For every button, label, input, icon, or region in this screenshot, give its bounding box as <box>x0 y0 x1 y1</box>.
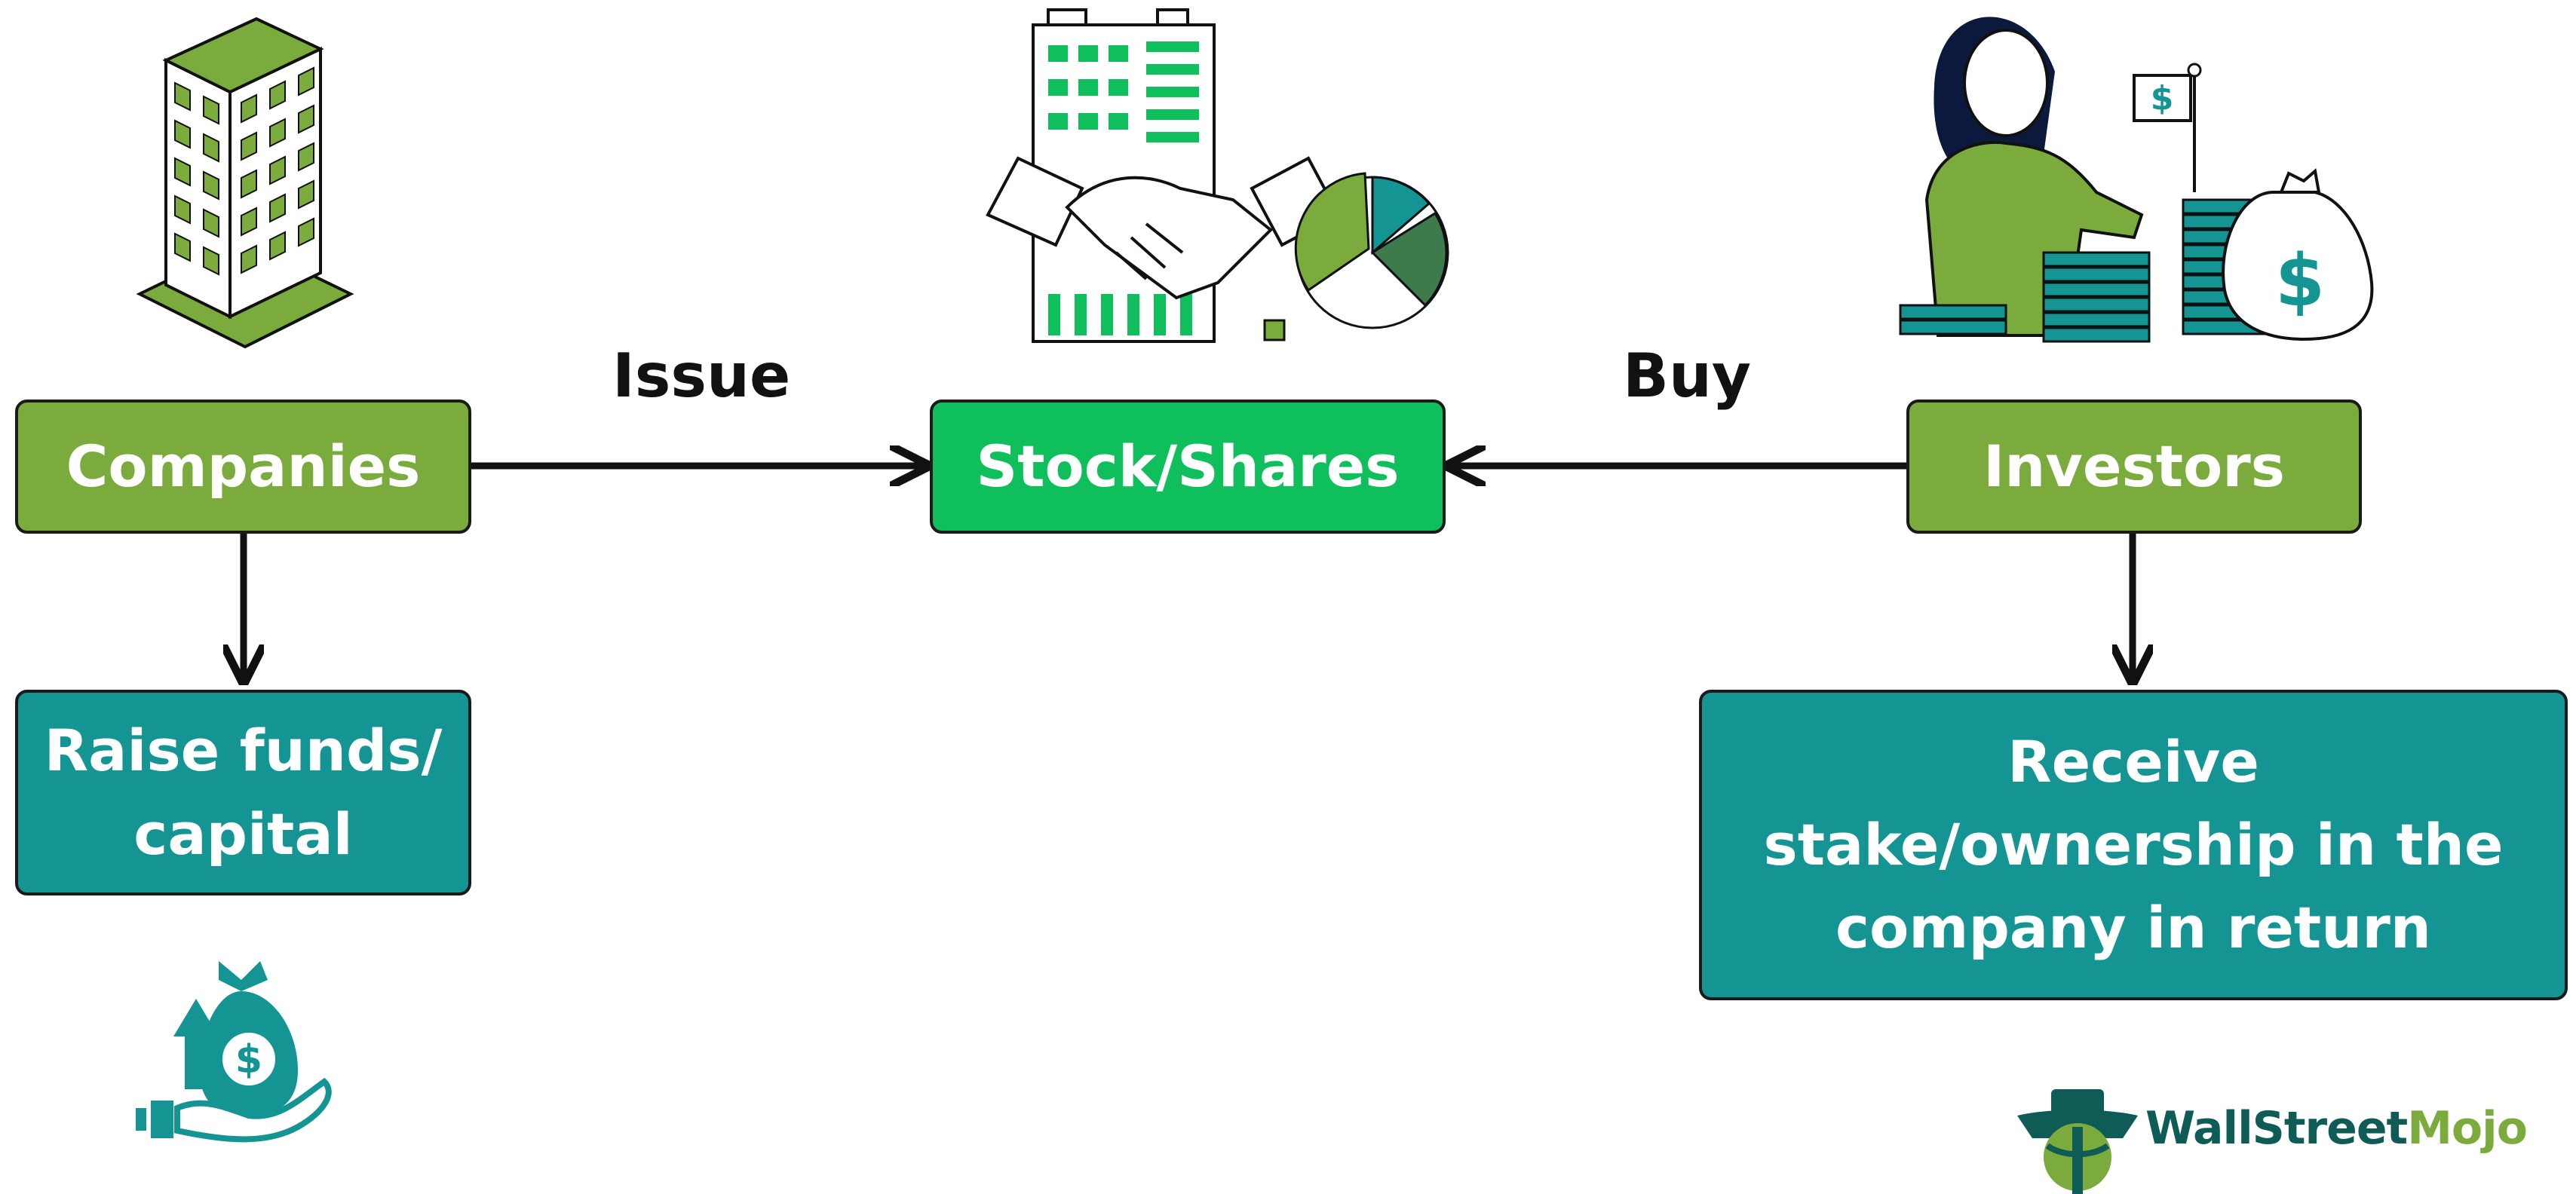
wallstreetmojo-logo-text: WallStreetMojo <box>2145 1102 2528 1155</box>
receive-line-1: Receive <box>2007 727 2259 795</box>
companies-node: Companies <box>15 400 471 534</box>
raise-funds-line-2: capital <box>133 800 353 868</box>
stock-shares-node-label: Stock/Shares <box>976 432 1400 500</box>
companies-node-label: Companies <box>66 432 421 500</box>
issue-label: Issue <box>612 341 791 411</box>
logo-text-wallstreet: WallStreet <box>2145 1102 2408 1155</box>
svg-text:$: $ <box>2151 79 2174 118</box>
logo-text-mojo: Mojo <box>2407 1102 2528 1155</box>
buy-label: Buy <box>1623 341 1752 411</box>
svg-text:$: $ <box>2275 240 2325 323</box>
pie-chart-icon <box>1294 172 1449 329</box>
receive-line-3: company in return <box>1835 894 2431 962</box>
investor-woman-money-icon: $ $ <box>1899 17 2374 343</box>
wallstreetmojo-logo-icon <box>2017 1089 2138 1194</box>
receive-stake-node: Receive stake/ownership in the company i… <box>1699 690 2568 1000</box>
office-building-icon <box>136 17 354 349</box>
svg-text:$: $ <box>235 1037 262 1082</box>
raise-funds-line-1: Raise funds/ <box>44 717 443 785</box>
raise-funds-node: Raise funds/ capital <box>15 690 471 896</box>
receive-line-2: stake/ownership in the <box>1763 810 2504 878</box>
investors-node-label: Investors <box>1983 432 2285 500</box>
investors-node: Investors <box>1906 400 2362 534</box>
money-bag-hand-icon: $ <box>136 961 332 1143</box>
handshake-stock-icon <box>986 8 1449 343</box>
stock-shares-node: Stock/Shares <box>930 400 1446 534</box>
